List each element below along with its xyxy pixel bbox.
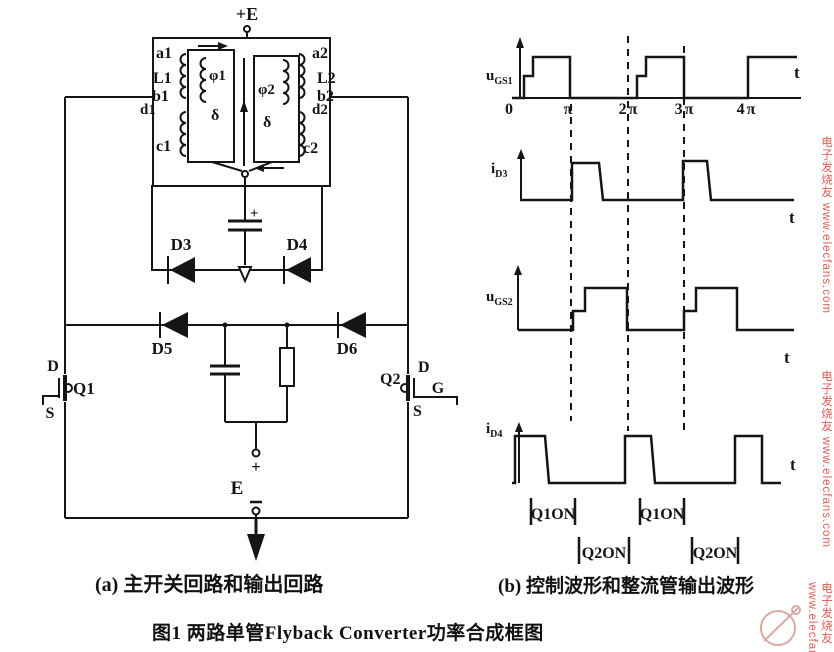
- ugs1-label: uGS1: [486, 68, 513, 87]
- label-D4: D4: [287, 235, 308, 254]
- axis-arrow-icon: [516, 37, 524, 48]
- q1-drain-label: D: [47, 358, 59, 375]
- output-diodes: D5 D6: [152, 312, 366, 358]
- waveform-id3: iD3 t: [491, 149, 795, 227]
- q2on-label-1: Q2ON: [582, 545, 627, 562]
- watermark-text-1: 电子发烧友 www.elecfans.com: [820, 136, 832, 314]
- label-d1: d1: [140, 102, 156, 118]
- label-delta-right: δ: [263, 114, 271, 131]
- label-L2: L2: [317, 70, 336, 87]
- label-L1: L1: [153, 70, 172, 87]
- tick-pi: π: [564, 101, 573, 118]
- q1on-label-1: Q1ON: [531, 506, 576, 523]
- tick-3pi: 3π: [675, 101, 696, 118]
- label-a2: a2: [312, 45, 328, 62]
- ugs2-label: uGS2: [486, 289, 513, 308]
- label-b1: b1: [152, 88, 169, 105]
- q2-gate-label: G: [432, 380, 445, 397]
- circuit-diagram: +E a1 a2 L1: [42, 4, 458, 561]
- q1on-label-2: Q1ON: [640, 506, 685, 523]
- cap-polarity-label: +: [250, 206, 259, 222]
- winding-primary-1: [199, 57, 207, 103]
- watermark-text-3: 电子发烧友 www.elecfans.com: [806, 582, 832, 652]
- winding-c2: [298, 111, 306, 157]
- dashed-guides: [570, 36, 685, 431]
- q2on-label-2: Q2ON: [693, 545, 738, 562]
- label-phi1: φ1: [209, 68, 226, 84]
- label-d2: d2: [312, 102, 328, 118]
- axis-arrow-icon: [517, 149, 525, 159]
- rectifier-section: + D3 D4: [151, 177, 323, 284]
- center-tap-terminal: [241, 170, 249, 178]
- caption-a: (a) 主开关回路和输出回路: [95, 574, 324, 596]
- t-label-3: t: [784, 348, 790, 367]
- caption-b: (b) 控制波形和整流管输出波形: [498, 576, 754, 597]
- tick-0: 0: [505, 101, 513, 118]
- watermark-text-2: 电子发烧友 www.elecfans.com: [820, 370, 832, 548]
- label-phi2: φ2: [258, 82, 275, 98]
- watermark-logo-icon: [760, 605, 801, 646]
- axis-arrow-icon: [514, 265, 522, 275]
- supply-label: +E: [236, 4, 258, 24]
- label-c1: c1: [156, 138, 171, 155]
- waveform-ugs2: uGS2 t: [486, 265, 794, 367]
- label-b2: b2: [317, 88, 334, 105]
- q1-source-label: S: [46, 405, 55, 422]
- winding-primary-2: [282, 59, 290, 105]
- flux-up-arrow-icon: [240, 100, 248, 112]
- waveform-ugs1: uGS1 0 π 2π 3π 4π t: [486, 37, 801, 118]
- t-label-1: t: [794, 63, 800, 82]
- waveform-id4: iD4 t: [486, 421, 796, 485]
- label-c2: c2: [303, 140, 318, 157]
- diode-d3-icon: [170, 257, 195, 283]
- output-minus-terminal: [251, 506, 261, 516]
- id4-label: iD4: [486, 421, 502, 440]
- id3-label: iD3: [491, 161, 507, 180]
- transformer-assembly: a1 a2 L1 L2 b1 b2 d1 d2 c1 c2 φ1 φ2 δ δ: [140, 37, 336, 187]
- ground-arrow-icon: [237, 266, 253, 284]
- on-interval-markers: Q1ON Q1ON Q2ON Q2ON: [529, 498, 740, 564]
- winding-L1: [179, 53, 187, 99]
- diode-d4-icon: [286, 257, 311, 283]
- label-D3: D3: [171, 235, 192, 254]
- output-section: + E: [210, 325, 295, 561]
- q1-name-label: Q1: [73, 379, 95, 398]
- output-e-label: E: [231, 478, 244, 499]
- label-delta-left: δ: [211, 107, 219, 124]
- waveform-panel: uGS1 0 π 2π 3π 4π t iD3 t uGS2 t: [486, 36, 801, 564]
- label-a1: a1: [156, 45, 172, 62]
- q2-drain-label: D: [418, 359, 430, 376]
- mosfet-q2: D G S Q2: [380, 359, 458, 420]
- load-resistor: [279, 347, 295, 387]
- diode-d5-icon: [162, 312, 188, 338]
- label-D5: D5: [152, 339, 173, 358]
- q2-name-label: Q2: [380, 371, 400, 388]
- down-arrow-icon: [247, 534, 265, 561]
- t-label-2: t: [789, 208, 795, 227]
- q2-source-label: S: [413, 403, 422, 420]
- supply-terminal: [243, 25, 251, 33]
- flux-right-arrow-icon: [218, 42, 228, 50]
- axis-arrow-icon: [515, 422, 523, 432]
- output-plus-terminal: [251, 448, 261, 458]
- winding-L2: [298, 53, 306, 99]
- output-plus-label: +: [251, 457, 261, 476]
- tick-2pi: 2π: [619, 101, 640, 118]
- winding-c1: [179, 111, 187, 157]
- diode-d6-icon: [340, 312, 366, 338]
- main-loop: [64, 96, 409, 519]
- figure-title: 图1 两路单管Flyback Converter功率合成框图: [152, 623, 544, 644]
- mosfet-q1: D S Q1: [42, 358, 95, 422]
- tick-4pi: 4π: [737, 101, 758, 118]
- label-D6: D6: [337, 339, 358, 358]
- t-label-4: t: [790, 455, 796, 474]
